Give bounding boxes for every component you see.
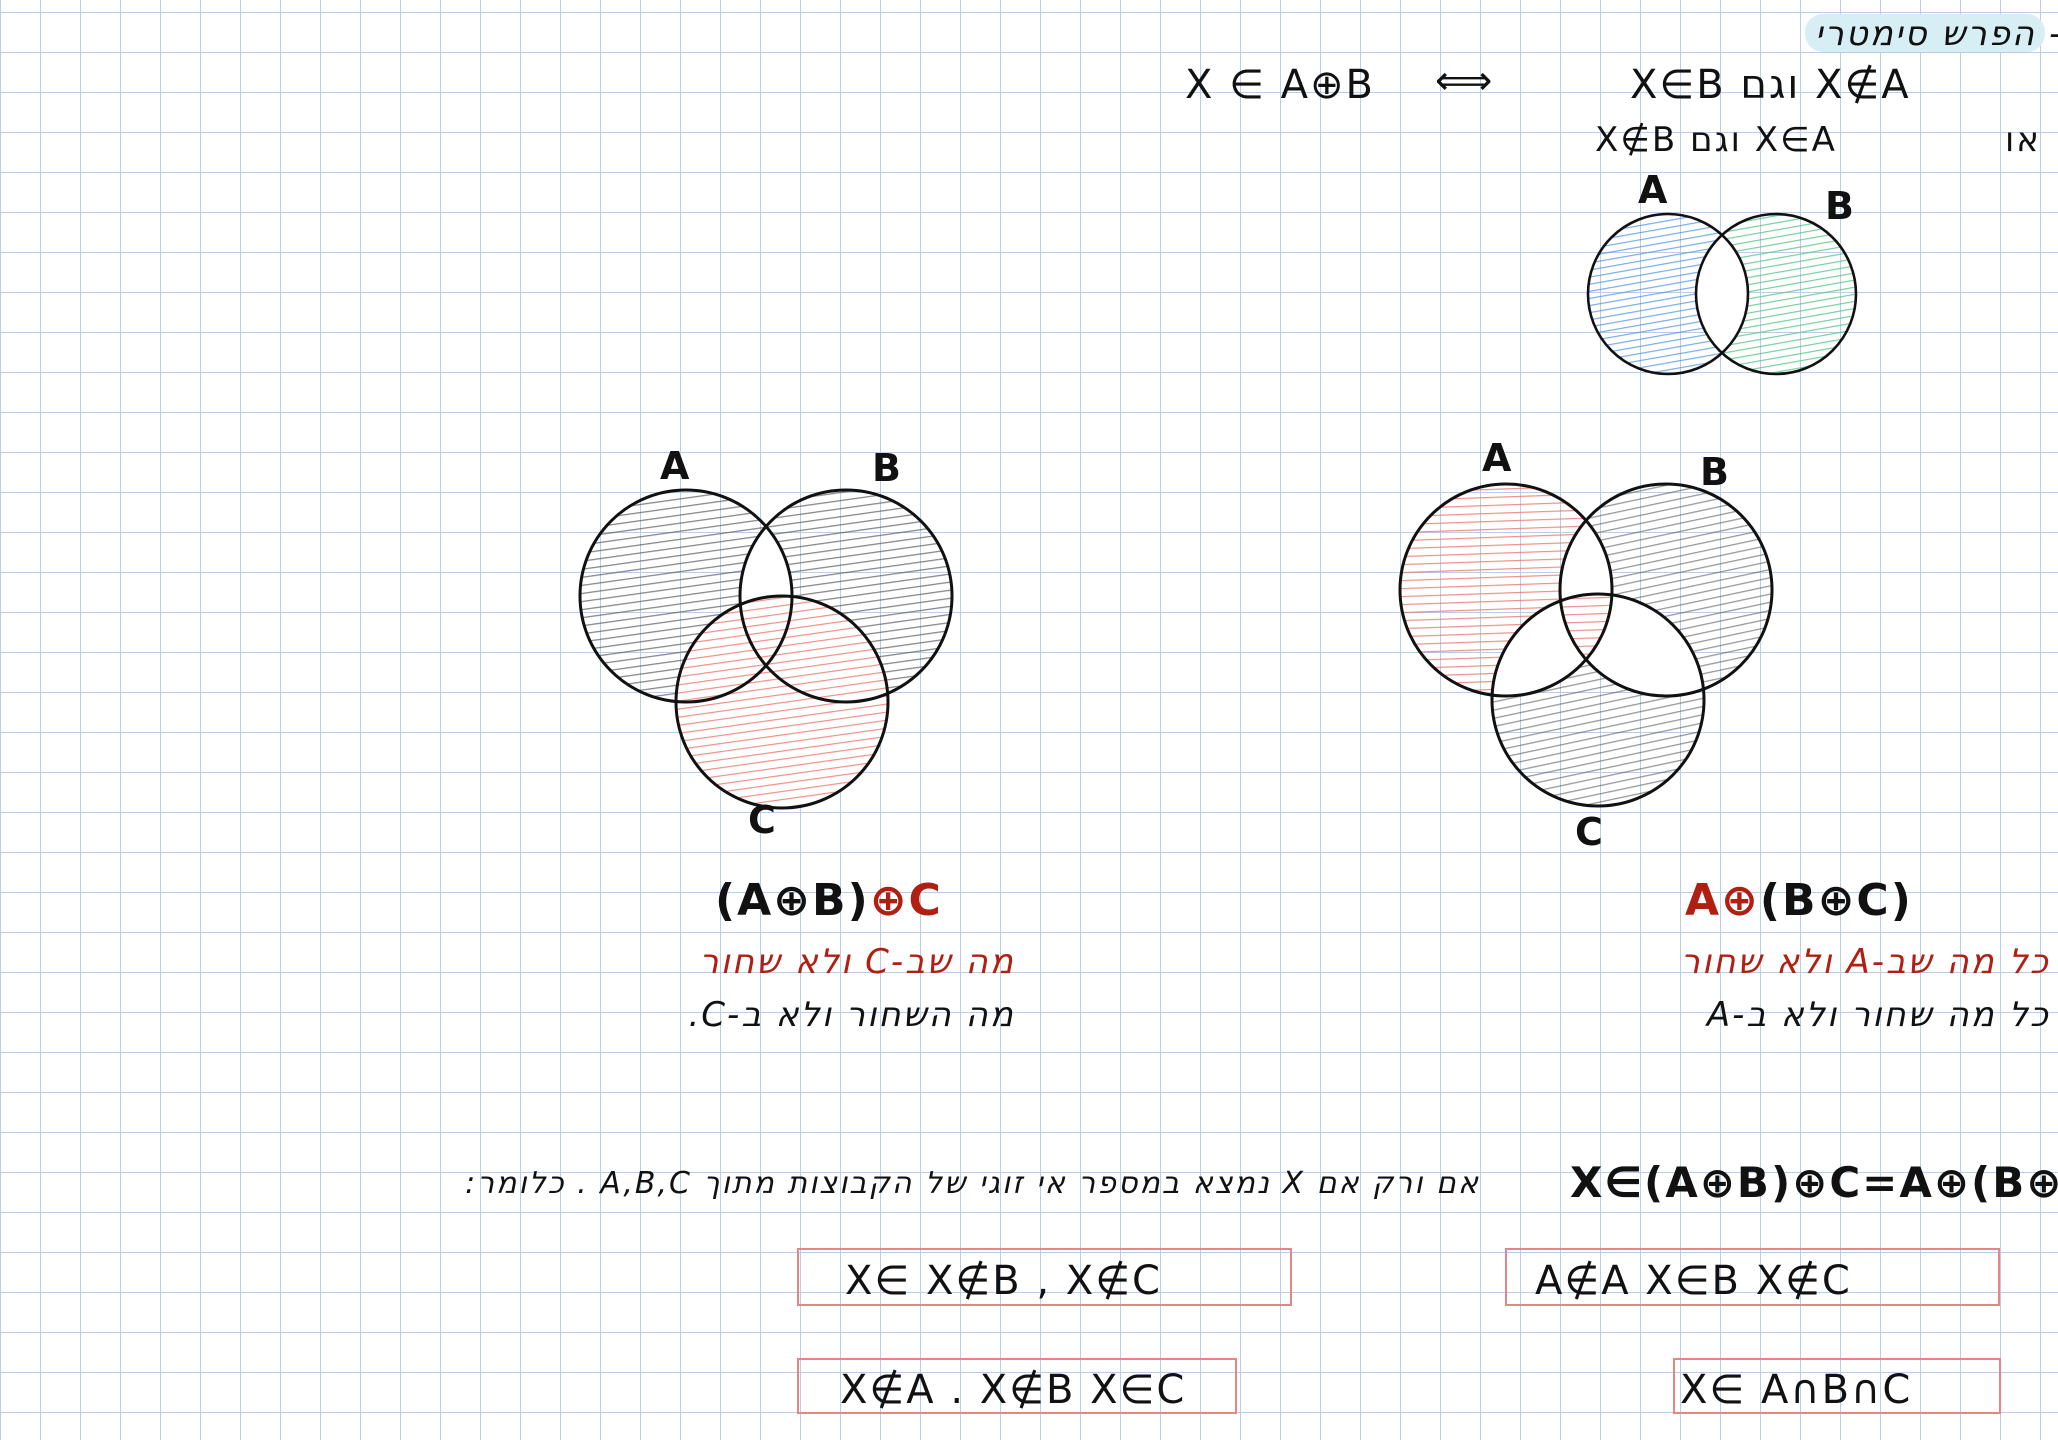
left-note-black: מה השחור ולא ב-C. bbox=[688, 995, 1015, 1035]
right-circle-a bbox=[1398, 482, 1614, 698]
circle-b bbox=[1694, 212, 1858, 376]
conclusion-text: אם ורק אם X נמצא במספר אי זוגי של הקבוצו… bbox=[465, 1166, 1480, 1201]
right-expression-main: (B⊕C) bbox=[1759, 875, 1913, 926]
right-circle-c bbox=[1490, 592, 1706, 808]
definition-line-2: X∉B וגם X∈A bbox=[1595, 120, 1837, 160]
venn-right-three-sets bbox=[1398, 482, 1774, 808]
case-box-4 bbox=[797, 1358, 1237, 1414]
left-label-c: C bbox=[748, 798, 776, 842]
right-label-a: A bbox=[1482, 436, 1512, 480]
left-label-a: A bbox=[660, 444, 690, 488]
right-note-red: כל מה שב-A ולא שחור bbox=[1680, 942, 2050, 982]
right-circle-b bbox=[1558, 482, 1774, 698]
case-box-1 bbox=[1505, 1248, 2000, 1306]
case-box-4-text: X∉A . X∉B X∈C bbox=[840, 1367, 1187, 1413]
circle-a bbox=[1586, 212, 1750, 376]
definition-or: או bbox=[2005, 120, 2041, 160]
definition-arrow: ⟺ bbox=[1435, 58, 1495, 104]
left-label-b: B bbox=[872, 446, 901, 490]
title-highlight bbox=[1805, 14, 2045, 52]
left-expression-main: (A⊕B) bbox=[715, 875, 870, 926]
small-label-b: B bbox=[1825, 184, 1854, 228]
left-circle-c bbox=[674, 594, 890, 810]
venn-two-sets bbox=[1586, 212, 1858, 376]
right-label-b: B bbox=[1700, 450, 1729, 494]
case-box-2-text: X∈ X∉B , X∉C bbox=[845, 1258, 1162, 1304]
left-expression: (A⊕B)⊕C bbox=[715, 875, 943, 926]
conclusion-formula: X∈(A⊕B)⊕C=A⊕(B⊕C) bbox=[1570, 1158, 2058, 1207]
case-box-3-text: X∈ A∩B∩C bbox=[1680, 1367, 1913, 1413]
left-circle-b bbox=[738, 488, 954, 704]
case-box-2 bbox=[797, 1248, 1292, 1306]
left-note-red: מה שב-C ולא שחור bbox=[699, 942, 1015, 982]
definition-line-1: X∈B וגם X∉A bbox=[1630, 62, 1911, 108]
left-expression-red: ⊕C bbox=[869, 875, 943, 926]
page-title: הפרש סימטרי - bbox=[1815, 14, 2058, 54]
right-expression-red: A⊕ bbox=[1685, 875, 1760, 926]
definition-left: X ∈ A⊕B bbox=[1185, 62, 1375, 108]
small-label-a: A bbox=[1638, 168, 1668, 212]
case-box-1-text: A∉A X∈B X∉C bbox=[1535, 1258, 1852, 1304]
right-expression: A⊕(B⊕C) bbox=[1685, 875, 1913, 926]
right-label-c: C bbox=[1575, 810, 1603, 854]
right-note-black: כל מה שחור ולא ב-A bbox=[1706, 995, 2050, 1035]
venn-left-three-sets bbox=[578, 488, 954, 810]
case-box-3 bbox=[1673, 1358, 2001, 1414]
